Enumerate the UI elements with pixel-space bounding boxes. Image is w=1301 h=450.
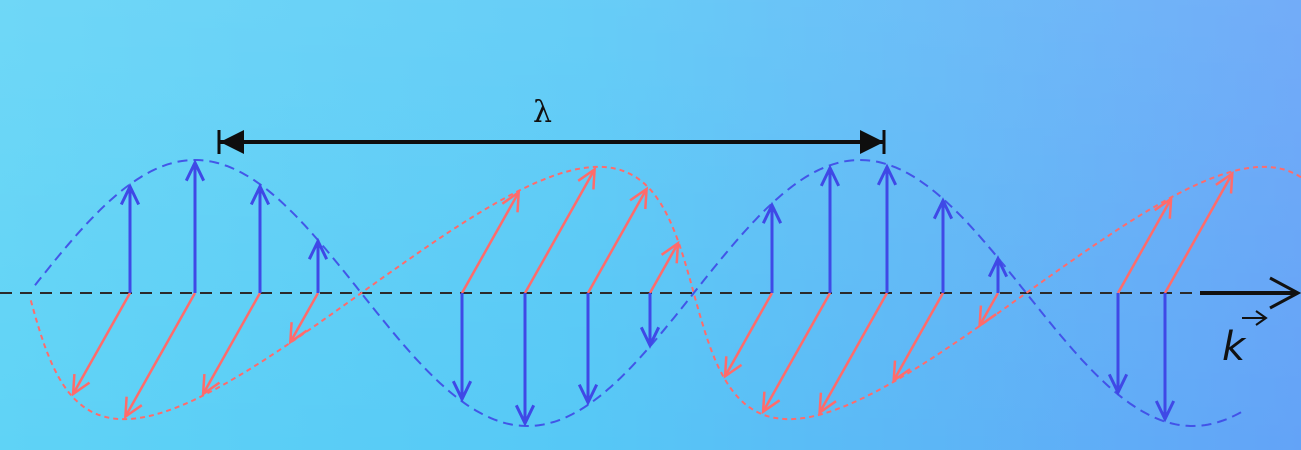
arrowhead-icon [1269,276,1301,310]
electric-field-vector [761,201,783,293]
magnetic-field-vector [71,292,132,397]
electric-field-vector [1107,293,1129,396]
electric-field-vector [876,163,898,293]
wave-vector-arrow [1200,276,1301,310]
arrowhead-icon [1154,400,1176,423]
electric-field-curve [34,158,1245,427]
electric-field-vector [514,293,536,427]
arrowhead-icon [892,360,911,384]
electric-field-vector [184,159,206,293]
arrowhead-icon [577,383,599,407]
arrowhead-icon [1255,310,1268,326]
arrowhead-icon [987,255,1009,278]
arrowhead-icon [761,391,781,415]
magnetic-field-vector [586,186,649,294]
electric-field-vector [577,293,599,407]
arrowhead-icon [818,392,837,416]
arrowhead-icon [184,159,206,182]
arrowhead-icon [201,374,221,397]
arrowhead-icon [932,197,954,220]
magnetic-field-vector [523,166,597,294]
wave-vector-label: k [1222,310,1268,370]
electric-field-vector [119,183,141,293]
arrowhead-icon [220,130,244,154]
arrowhead-icon [119,183,141,206]
arrowhead-icon [577,166,597,190]
magnetic-field-vector [818,292,889,416]
electric-field-vector [819,164,841,293]
magnetic-field-vector [892,292,945,384]
magnetic-field-vector [1116,196,1173,294]
arrowhead-icon [639,326,661,349]
electric-field-vector [639,293,661,349]
arrowhead-icon [1107,373,1129,396]
magnetic-field-vector [648,240,680,294]
arrowhead-icon [1153,196,1173,219]
electric-field-vector [1154,293,1176,423]
svg-text:k: k [1222,324,1247,370]
electric-field-vector [987,255,1009,293]
arrowhead-icon [514,404,536,427]
arrowhead-icon [1215,170,1234,194]
arrowhead-icon [761,201,783,224]
arrowhead-icon [501,189,521,213]
arrowhead-icon [451,380,473,403]
arrowhead-icon [249,183,271,206]
magnetic-field-curve [29,165,1301,421]
arrowhead-icon [723,356,743,379]
arrowhead-icon [629,186,649,210]
electric-field-vector [932,197,954,293]
magnetic-field-vector [1163,170,1234,294]
arrowhead-icon [123,396,143,420]
wavelength-dimension [217,130,886,154]
electric-field-vectors [119,159,1176,427]
arrowhead-icon [71,374,91,397]
magnetic-field-vector [201,292,262,397]
arrowhead-icon [819,164,841,187]
arrowhead-icon [876,163,898,186]
magnetic-field-vector [460,189,521,294]
magnetic-field-vector [123,292,197,420]
arrowhead-icon [660,240,680,264]
electric-field-vector [249,183,271,293]
electric-field-vector [451,293,473,403]
magnetic-field-vector [723,292,774,379]
wavelength-label: λ [533,95,552,130]
arrowhead-icon [860,130,884,154]
magnetic-field-vector [761,292,832,415]
